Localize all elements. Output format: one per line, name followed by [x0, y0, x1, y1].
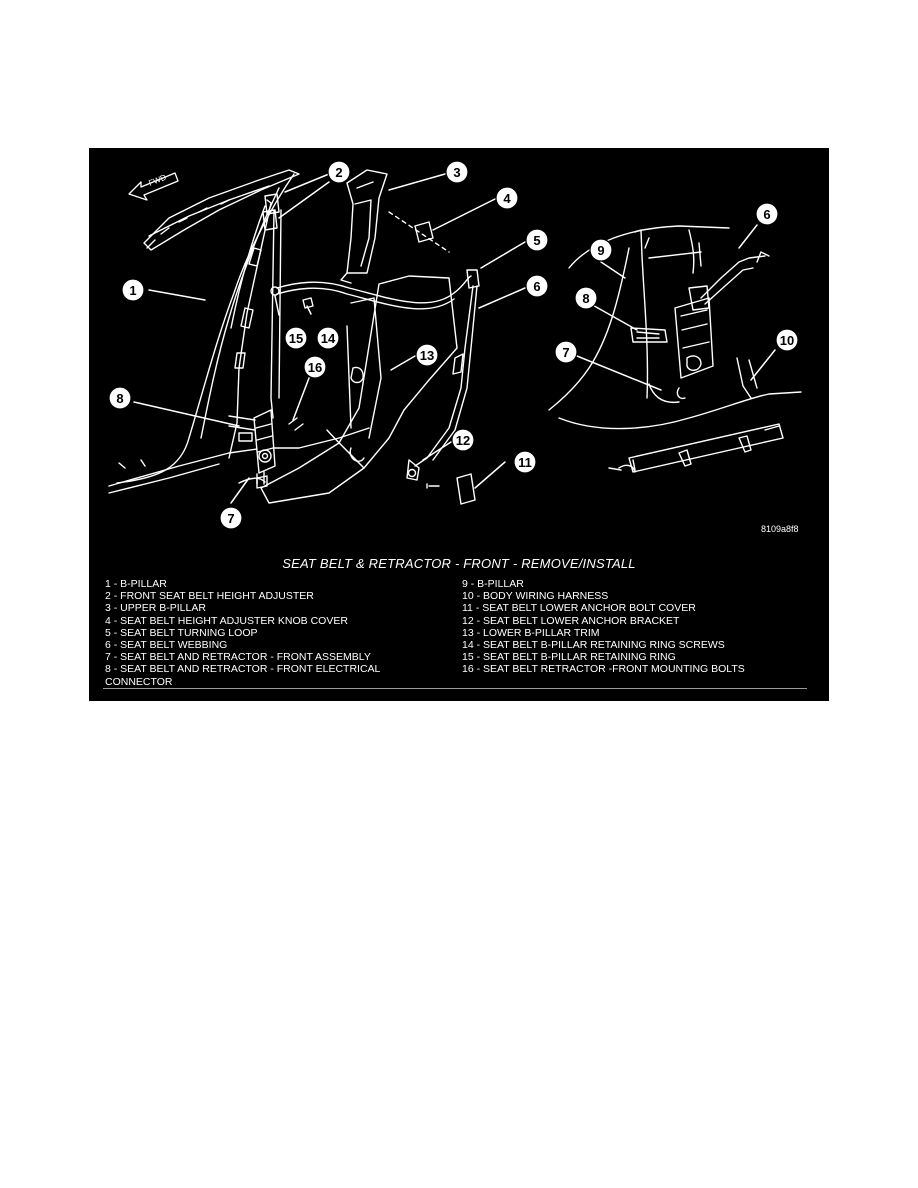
legend-item: 15 - SEAT BELT B-PILLAR RETAINING RING — [462, 651, 676, 664]
callout-num-5: 5 — [533, 233, 540, 248]
callout-num-3: 3 — [453, 165, 460, 180]
legend-item: 16 - SEAT BELT RETRACTOR -FRONT MOUNTING… — [462, 663, 745, 676]
callout-num-6: 6 — [533, 279, 540, 294]
legend-right-column: 9 - B-PILLAR 10 - BODY WIRING HARNESS 11… — [462, 578, 812, 676]
callout-14 — [316, 326, 340, 350]
callout-4 — [495, 186, 519, 210]
legend-item: 8 - SEAT BELT AND RETRACTOR - FRONT ELEC… — [105, 663, 383, 688]
callout-11 — [513, 450, 537, 474]
callout-16 — [303, 355, 327, 379]
callout-circles — [108, 160, 799, 530]
callout-10 — [775, 328, 799, 352]
legend-item: 1 - B-PILLAR — [105, 578, 167, 590]
leader-lines — [133, 173, 776, 504]
legend-item: 11 - SEAT BELT LOWER ANCHOR BOLT COVER — [462, 602, 696, 615]
callout-6 — [525, 274, 549, 298]
detail-illustration — [548, 225, 802, 473]
callout-num-7-detail: 7 — [562, 345, 569, 360]
legend-item: 3 - UPPER B-PILLAR — [105, 602, 206, 615]
callout-num-13: 13 — [420, 348, 434, 363]
main-illustration — [108, 169, 480, 505]
legend-item: 10 - BODY WIRING HARNESS — [462, 590, 609, 603]
callout-num-9-detail: 9 — [597, 243, 604, 258]
legend-item: 9 - B-PILLAR — [462, 578, 524, 590]
legend-left-column: 1 - B-PILLAR 2 - FRONT SEAT BELT HEIGHT … — [105, 578, 435, 688]
callout-num-2: 2 — [335, 165, 342, 180]
figure-code: 8109a8f8 — [761, 524, 799, 534]
legend-item: 5 - SEAT BELT TURNING LOOP — [105, 626, 258, 639]
legend-item: 2 - FRONT SEAT BELT HEIGHT ADJUSTER — [105, 590, 314, 603]
callout-6r — [755, 202, 779, 226]
callout-num-15: 15 — [289, 331, 303, 346]
legend-item: 6 - SEAT BELT WEBBING — [105, 639, 228, 652]
callout-7 — [219, 506, 243, 530]
figure-title: SEAT BELT & RETRACTOR - FRONT - REMOVE/I… — [282, 556, 636, 571]
callout-13 — [415, 343, 439, 367]
callout-9r — [589, 238, 613, 262]
callout-num-1: 1 — [129, 283, 136, 298]
callout-1 — [121, 278, 145, 302]
callout-num-11: 11 — [518, 455, 532, 470]
callout-num-16: 16 — [308, 360, 322, 375]
callout-2 — [327, 160, 351, 184]
legend-item: 13 - LOWER B-PILLAR TRIM — [462, 626, 600, 639]
legend-divider — [103, 688, 807, 689]
callout-5 — [525, 228, 549, 252]
callout-num-14: 14 — [321, 331, 336, 346]
callout-numbers: 1 2 3 4 5 6 13 15 14 16 8 7 12 11 9 6 8 … — [116, 165, 794, 526]
callout-7r — [554, 340, 578, 364]
fwd-arrow-icon: FWD — [128, 172, 179, 201]
legend-item: 4 - SEAT BELT HEIGHT ADJUSTER KNOB COVER — [105, 614, 348, 627]
callout-8 — [108, 386, 132, 410]
callout-8r — [574, 286, 598, 310]
callout-num-8: 8 — [116, 391, 123, 406]
callout-12 — [451, 428, 475, 452]
callout-num-10: 10 — [780, 333, 794, 348]
callout-num-6-detail: 6 — [763, 207, 770, 222]
callout-15 — [284, 326, 308, 350]
legend-item: 14 - SEAT BELT B-PILLAR RETAINING RING S… — [462, 639, 725, 652]
callout-3 — [445, 160, 469, 184]
callout-num-7: 7 — [227, 511, 234, 526]
callout-num-12: 12 — [456, 433, 470, 448]
seat-belt-diagram-figure: FWD — [89, 148, 829, 701]
callout-num-8-detail: 8 — [582, 291, 589, 306]
callout-num-4: 4 — [503, 191, 511, 206]
legend-item: 7 - SEAT BELT AND RETRACTOR - FRONT ASSE… — [105, 651, 371, 664]
diagram-illustration: FWD — [108, 160, 802, 530]
legend-item: 12 - SEAT BELT LOWER ANCHOR BRACKET — [462, 614, 680, 627]
